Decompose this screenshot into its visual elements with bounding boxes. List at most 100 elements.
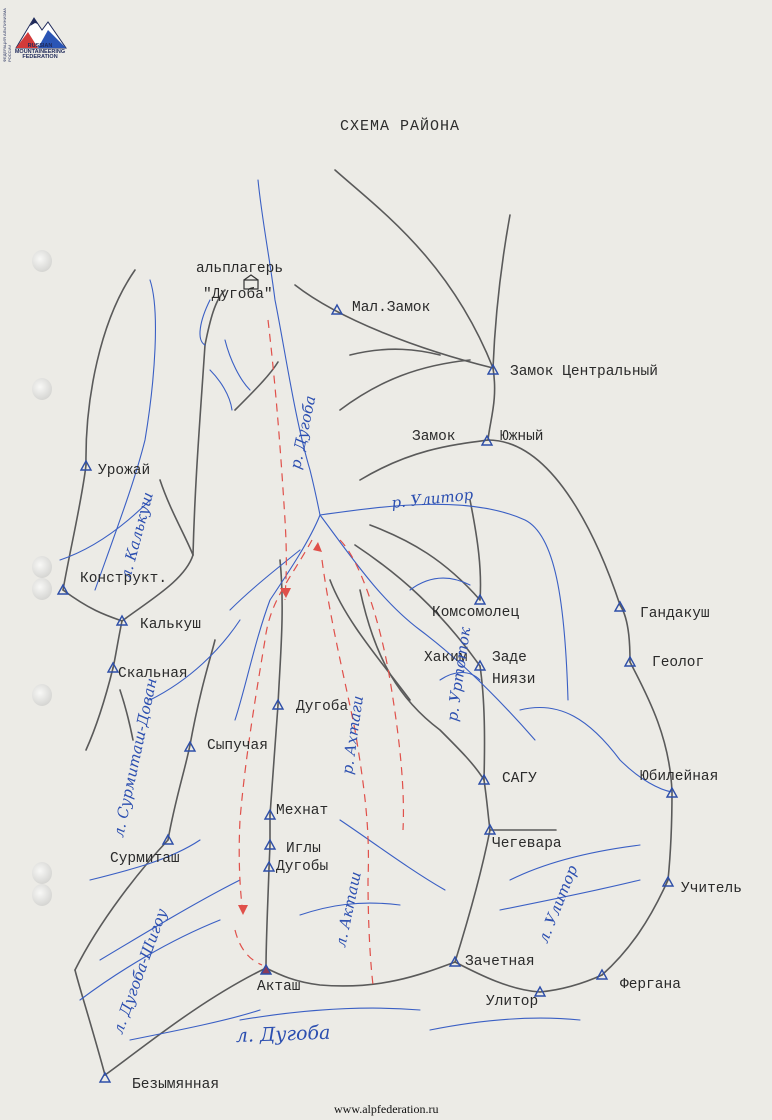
peak-triangle-icon [486, 363, 500, 375]
ridge-line [265, 961, 456, 987]
peak-triangle-icon [56, 583, 70, 595]
ridge-line [469, 499, 482, 601]
ridge-line [74, 839, 169, 971]
peak-triangle-icon [98, 1071, 112, 1083]
ridge-line [269, 704, 279, 816]
ridge-line [487, 367, 496, 441]
page-title: СХЕМА РАЙОНА [340, 118, 461, 135]
river-line [129, 1009, 261, 1041]
peak-label-surmitash: Сурмиташ [110, 851, 180, 867]
river-line [234, 514, 321, 721]
route-line [238, 539, 313, 916]
peak-label-konstrukt: Конструкт. [80, 571, 167, 587]
peak-label-zachetnaya: Зачетная [465, 954, 535, 970]
peak-label-niyazi: Ниязи [492, 672, 536, 688]
rivers-lines [59, 179, 673, 1041]
peak-label-chegevara: Чегевара [492, 836, 562, 852]
peak-triangle-icon [661, 875, 675, 887]
ridge-line [539, 974, 603, 993]
ridge-line [62, 464, 87, 591]
camp-label: альплагерь [196, 261, 283, 277]
ridge-line [119, 689, 134, 741]
river-label: р. Уртоток [443, 626, 474, 723]
river-line [209, 369, 233, 411]
river-label: л. Улитор [534, 862, 582, 945]
peak-label-yubileinaya: Юбилейная [640, 768, 718, 785]
river-label: л. Дугоба [235, 1022, 330, 1047]
ridge-line [192, 344, 206, 556]
footer-url: www.alpfederation.ru [334, 1102, 439, 1116]
ridge-line [329, 579, 411, 701]
peak-label-yuzhny: Южный [500, 428, 544, 445]
peak-label-aktash: Акташ [257, 979, 301, 995]
ridge-line [629, 661, 673, 793]
logo-text: RUSSIAN MOUNTAINEERING FEDERATION [10, 43, 70, 61]
logo-line: RUSSIAN [27, 43, 53, 49]
river-line [149, 619, 241, 701]
peak-label-skalnaya: Скальная [118, 666, 188, 682]
peak-label-bezymyannaya: Безымянная [132, 1077, 219, 1093]
route-arrow-icon [313, 542, 322, 552]
peak-triangle-icon [473, 593, 487, 605]
peak-triangle-icon [161, 833, 175, 845]
ridge-line [167, 744, 191, 841]
peak-triangle-icon [665, 786, 679, 798]
binder-hole [32, 578, 52, 600]
peak-triangle-icon [263, 838, 277, 850]
ridge-line [234, 361, 279, 411]
river-line [299, 902, 401, 916]
ridges [62, 169, 673, 1076]
ridge-line [369, 524, 481, 601]
peak-label-ulitor: Улитор [486, 994, 538, 1010]
river-line [499, 879, 641, 911]
ridge-line [189, 639, 216, 746]
peak-label-dugoby: Дугобы [276, 858, 328, 875]
peak-label-uchitel: Учитель [681, 881, 742, 897]
peak-label-dugoba: Дугоба [296, 698, 349, 715]
peak-triangle-icon [483, 823, 497, 835]
peak-label-mal-zamok: Мал.Замок [352, 300, 430, 316]
ridge-line [354, 544, 481, 667]
peak-label-gandakush: Гандакуш [640, 606, 710, 622]
ridge-line [479, 665, 486, 781]
binder-hole [32, 378, 52, 400]
ridge-line [268, 814, 271, 869]
ridge-line [487, 439, 621, 606]
peak-label-mehnat: Мехнат [276, 803, 328, 819]
peak-label-kalkush: Калькуш [140, 617, 201, 633]
ridge-line [121, 554, 194, 622]
peak-label-geolog: Геолог [652, 655, 704, 671]
river-label: л. Калькуш [116, 490, 156, 581]
river-line [59, 499, 151, 561]
route-line [234, 929, 263, 966]
peak-triangle-icon [623, 655, 637, 667]
ridge-line [601, 879, 669, 976]
river-line [79, 919, 221, 1001]
peak-labels: Мал.Замок Замок Центральный Замок Южный … [80, 300, 742, 1093]
ridge-line [159, 479, 194, 556]
camp-labels: альплагерь "Дугоба" [196, 261, 283, 303]
binder-hole [32, 884, 52, 906]
river-line [199, 299, 211, 346]
ridge-line [492, 214, 511, 369]
ridge-line [339, 359, 471, 411]
ridge-line [85, 667, 114, 751]
route-arrows [238, 542, 322, 915]
peak-markers [56, 303, 679, 1083]
routes [234, 319, 405, 986]
ridge-line [619, 604, 631, 663]
peak-label-komsomolets: Комсомолец [432, 605, 519, 621]
river-line [319, 503, 569, 701]
peak-label-sypuchaya: Сыпучая [207, 738, 268, 754]
river-line [439, 671, 481, 681]
river-line [409, 577, 471, 591]
route-arrow-icon [280, 588, 291, 598]
river-line [239, 1007, 421, 1021]
peak-triangle-icon [595, 968, 609, 980]
peak-label-zade: Заде [492, 650, 527, 666]
peak-triangle-icon [613, 600, 627, 612]
ridge-line [667, 791, 673, 881]
peak-triangle-icon [263, 808, 277, 820]
peak-triangle-icon [115, 614, 129, 626]
peak-label-hakim: Хаким [424, 650, 468, 666]
